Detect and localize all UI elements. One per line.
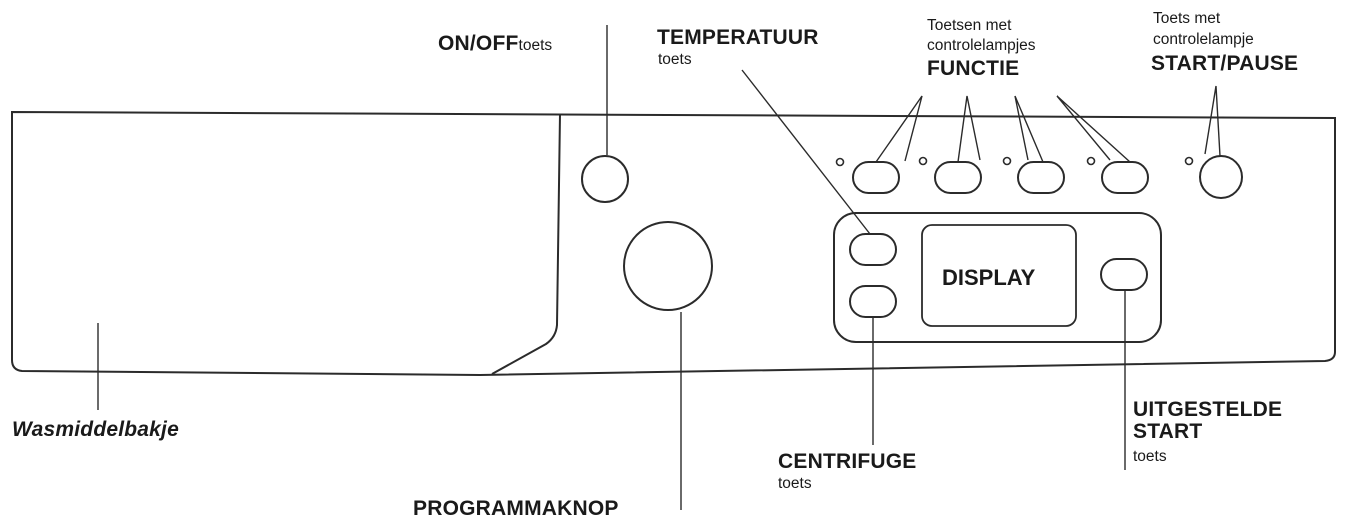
delayed-start-button[interactable] [1100, 258, 1148, 291]
start-pause-line2: controlelampje [1153, 31, 1254, 48]
start-pause-title: START/PAUSE [1151, 52, 1299, 75]
start-pause-lamp [1184, 156, 1194, 166]
uitgestelde-start-line2: START [1133, 420, 1203, 443]
uitgestelde-start-sub: toets [1133, 448, 1167, 465]
functie-line2: controlelampjes [927, 37, 1036, 54]
on-off-label: ON/OFFtoets [438, 33, 552, 54]
program-knob[interactable] [623, 221, 713, 311]
centrifuge-title: CENTRIFUGE [778, 450, 917, 473]
display-label: DISPLAY [942, 265, 1036, 290]
wasmiddelbakje-label: Wasmiddelbakje [12, 418, 179, 441]
leader-temperatuur [741, 69, 871, 235]
detergent-drawer-edge [491, 113, 561, 375]
functie-title: FUNCTIE [927, 57, 1020, 80]
function-lamp-1 [835, 157, 845, 167]
function-button-3[interactable] [1017, 161, 1065, 194]
function-button-1[interactable] [852, 161, 900, 194]
display-screen [921, 224, 1077, 327]
function-button-2[interactable] [934, 161, 982, 194]
control-panel-outline [11, 110, 1336, 377]
start-pause-button[interactable] [1199, 155, 1243, 199]
functie-line1: Toetsen met [927, 17, 1012, 34]
function-lamp-4 [1086, 156, 1096, 166]
centrifuge-sub: toets [778, 475, 812, 492]
start-pause-line1: Toets met [1153, 10, 1221, 27]
on-off-button[interactable] [581, 155, 629, 203]
leader-start-pause [1204, 85, 1221, 157]
temperature-button[interactable] [849, 233, 897, 266]
programmaknop-label: PROGRAMMAKNOP [413, 497, 619, 520]
temperatuur-title: TEMPERATUUR [657, 26, 819, 49]
function-button-4[interactable] [1101, 161, 1149, 194]
on-off-label-bold: ON/OFF [438, 32, 519, 55]
leader-functie [875, 95, 1131, 163]
on-off-label-suffix: toets [518, 37, 553, 54]
spin-button[interactable] [849, 285, 897, 318]
function-lamp-2 [918, 156, 928, 166]
temperatuur-sub: toets [658, 51, 692, 68]
uitgestelde-start-line1: UITGESTELDE [1133, 398, 1283, 421]
function-lamp-3 [1002, 156, 1012, 166]
display-module [833, 212, 1162, 343]
